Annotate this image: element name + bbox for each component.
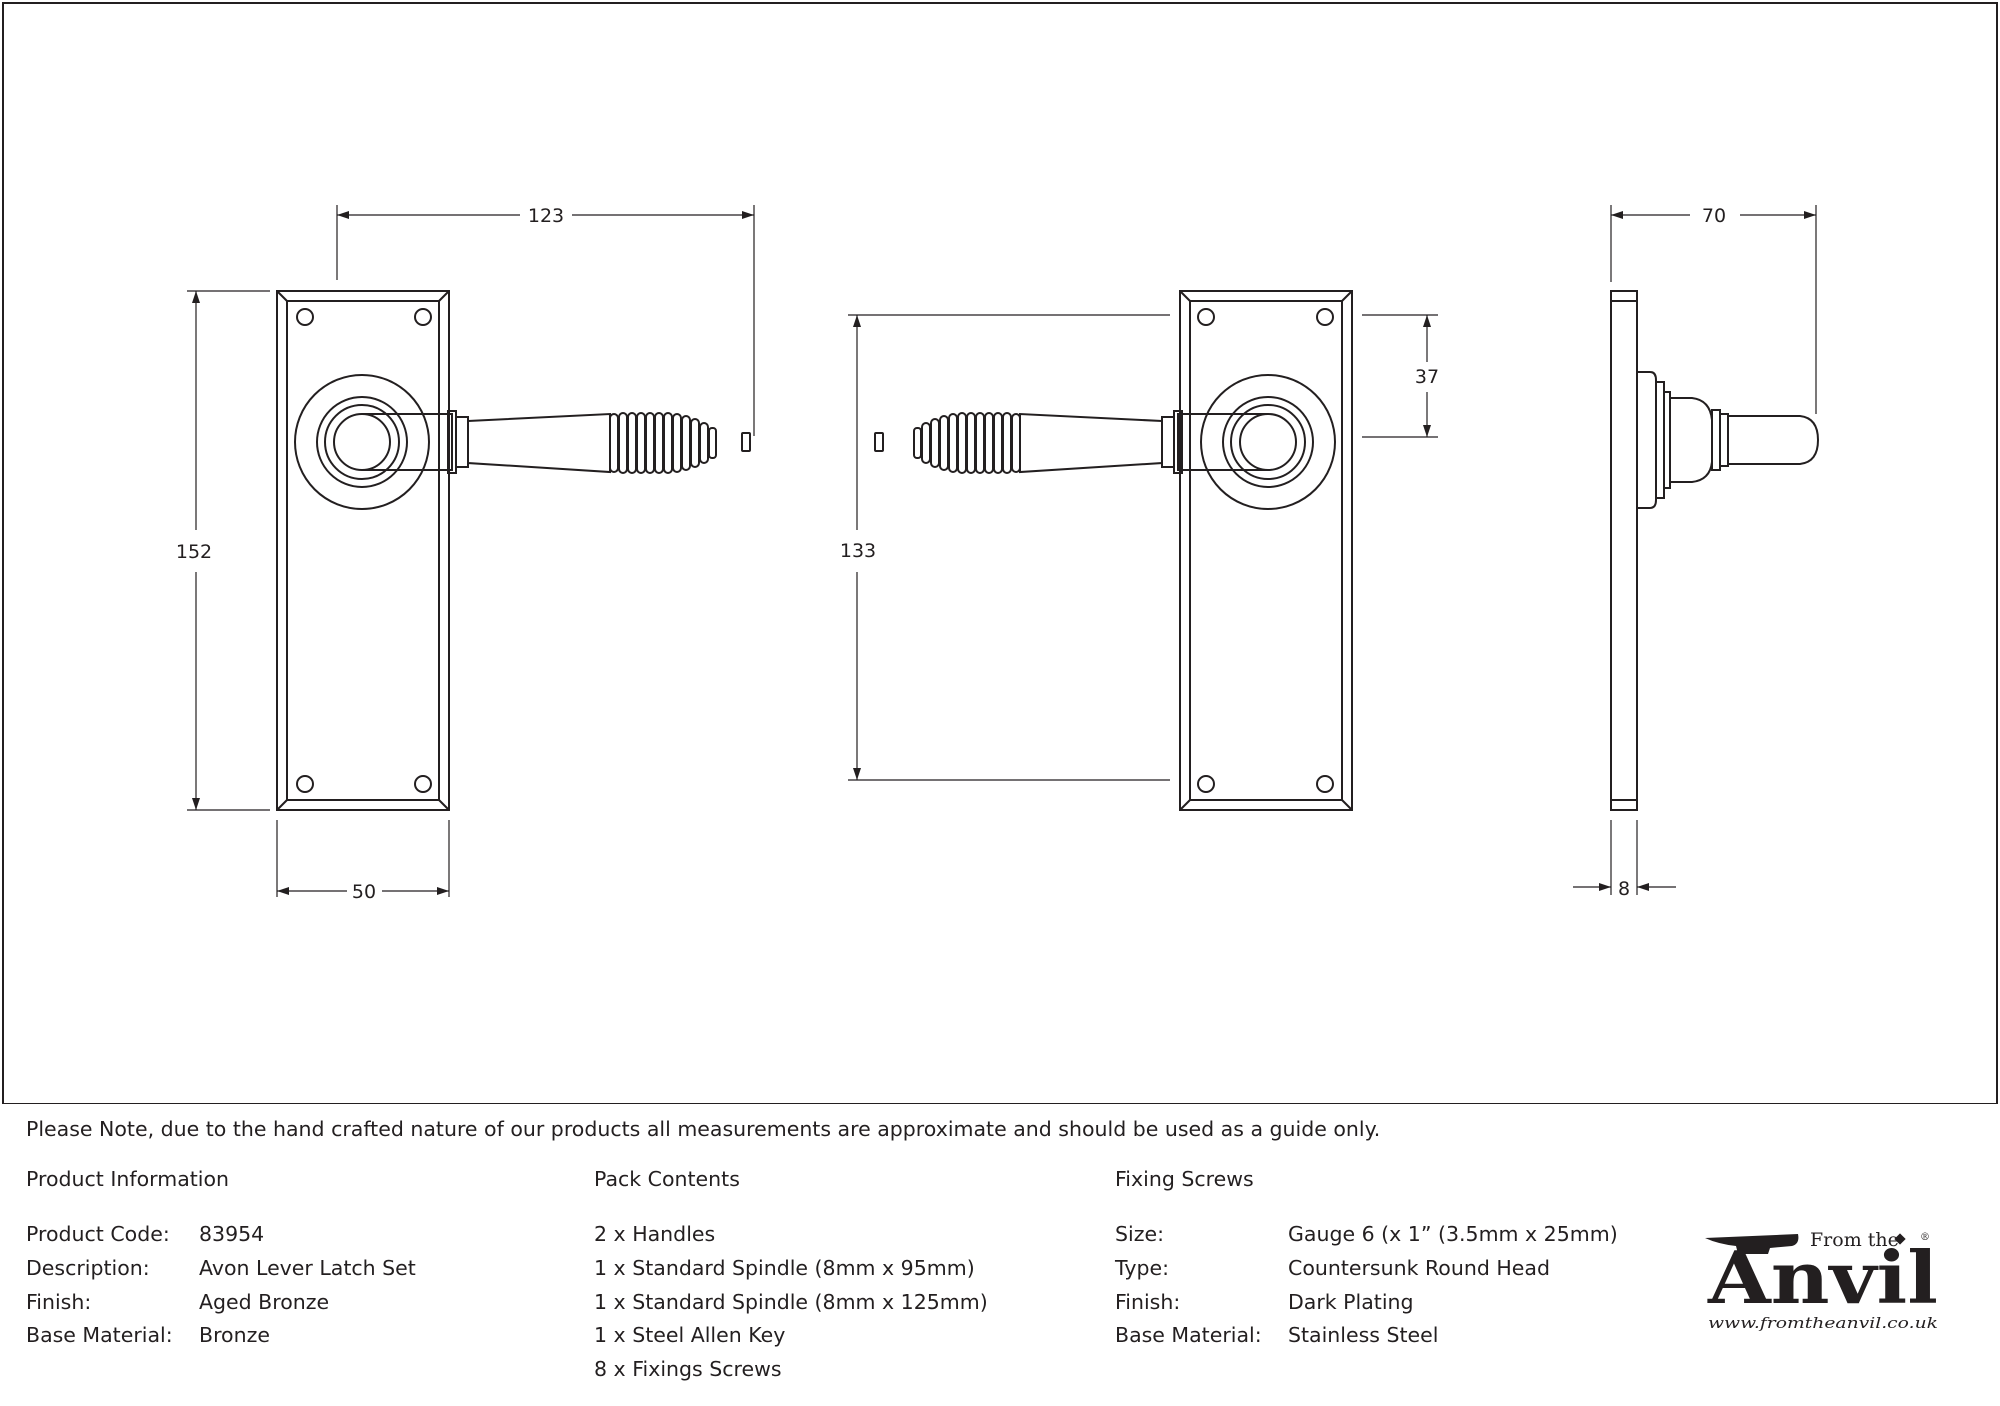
dim-plate-thickness: 8 <box>1618 878 1630 900</box>
base-material-value: Bronze <box>199 1323 270 1347</box>
screw-type-value: Countersunk Round Head <box>1288 1256 1550 1280</box>
dim-overall-width: 123 <box>528 205 564 227</box>
screw-size-value: Gauge 6 (x 1” (3.5mm x 25mm) <box>1288 1222 1618 1246</box>
logo-registered: ® <box>1920 1232 1930 1243</box>
screw-hole <box>296 775 314 793</box>
dim-handle-offset: 37 <box>1415 366 1439 388</box>
side-backplate <box>1610 290 1638 811</box>
finish-label: Finish: <box>26 1290 92 1314</box>
logo-from-the: From the <box>1810 1229 1899 1251</box>
screw-hole <box>414 308 432 326</box>
front-backplate <box>276 290 450 811</box>
base-material-label: Base Material: <box>26 1323 173 1347</box>
pack-item: 8 x Fixings Screws <box>594 1357 782 1381</box>
reeded-grip <box>609 412 717 474</box>
sheet-border <box>2 2 1998 1104</box>
dim-centres: 133 <box>840 540 876 562</box>
screw-finish-value: Dark Plating <box>1288 1290 1414 1314</box>
description-value: Avon Lever Latch Set <box>199 1256 416 1280</box>
pack-item: 1 x Standard Spindle (8mm x 95mm) <box>594 1256 975 1280</box>
screw-material-label: Base Material: <box>1115 1323 1262 1347</box>
screw-finish-label: Finish: <box>1115 1290 1181 1314</box>
logo-url: www.fromtheanvil.co.uk <box>1708 1314 1938 1332</box>
dim-front-height: 152 <box>176 541 212 563</box>
screw-size-label: Size: <box>1115 1222 1164 1246</box>
pack-contents-heading: Pack Contents <box>594 1167 740 1191</box>
back-backplate <box>1179 290 1353 811</box>
description-label: Description: <box>26 1256 150 1280</box>
back-view <box>848 290 1438 811</box>
front-view <box>187 205 755 897</box>
drawing-area: 123 152 50 133 37 70 8 <box>2 2 1998 1104</box>
product-code-label: Product Code: <box>26 1222 170 1246</box>
from-the-anvil-logo: From the ® Anvil www.fromtheanvil.co.uk <box>1705 1229 1938 1332</box>
rose <box>294 374 430 510</box>
product-code-value: 83954 <box>199 1222 265 1246</box>
screw-hole <box>414 775 432 793</box>
finish-value: Aged Bronze <box>199 1290 330 1314</box>
screw-type-label: Type: <box>1115 1256 1169 1280</box>
side-view <box>1573 205 1820 895</box>
pack-item: 2 x Handles <box>594 1222 716 1246</box>
measurement-note: Please Note, due to the hand crafted nat… <box>26 1117 1381 1141</box>
fixing-screws-heading: Fixing Screws <box>1115 1167 1254 1191</box>
logo-brand: Anvil <box>1707 1235 1938 1320</box>
dim-plate-width: 50 <box>352 881 376 903</box>
dim-projection: 70 <box>1702 205 1726 227</box>
product-information-heading: Product Information <box>26 1167 230 1191</box>
anvil-icon <box>1705 1234 1799 1254</box>
pack-item: 1 x Standard Spindle (8mm x 125mm) <box>594 1290 988 1314</box>
screw-hole <box>296 308 314 326</box>
pack-item: 1 x Steel Allen Key <box>594 1323 786 1347</box>
screw-material-value: Stainless Steel <box>1288 1323 1439 1347</box>
